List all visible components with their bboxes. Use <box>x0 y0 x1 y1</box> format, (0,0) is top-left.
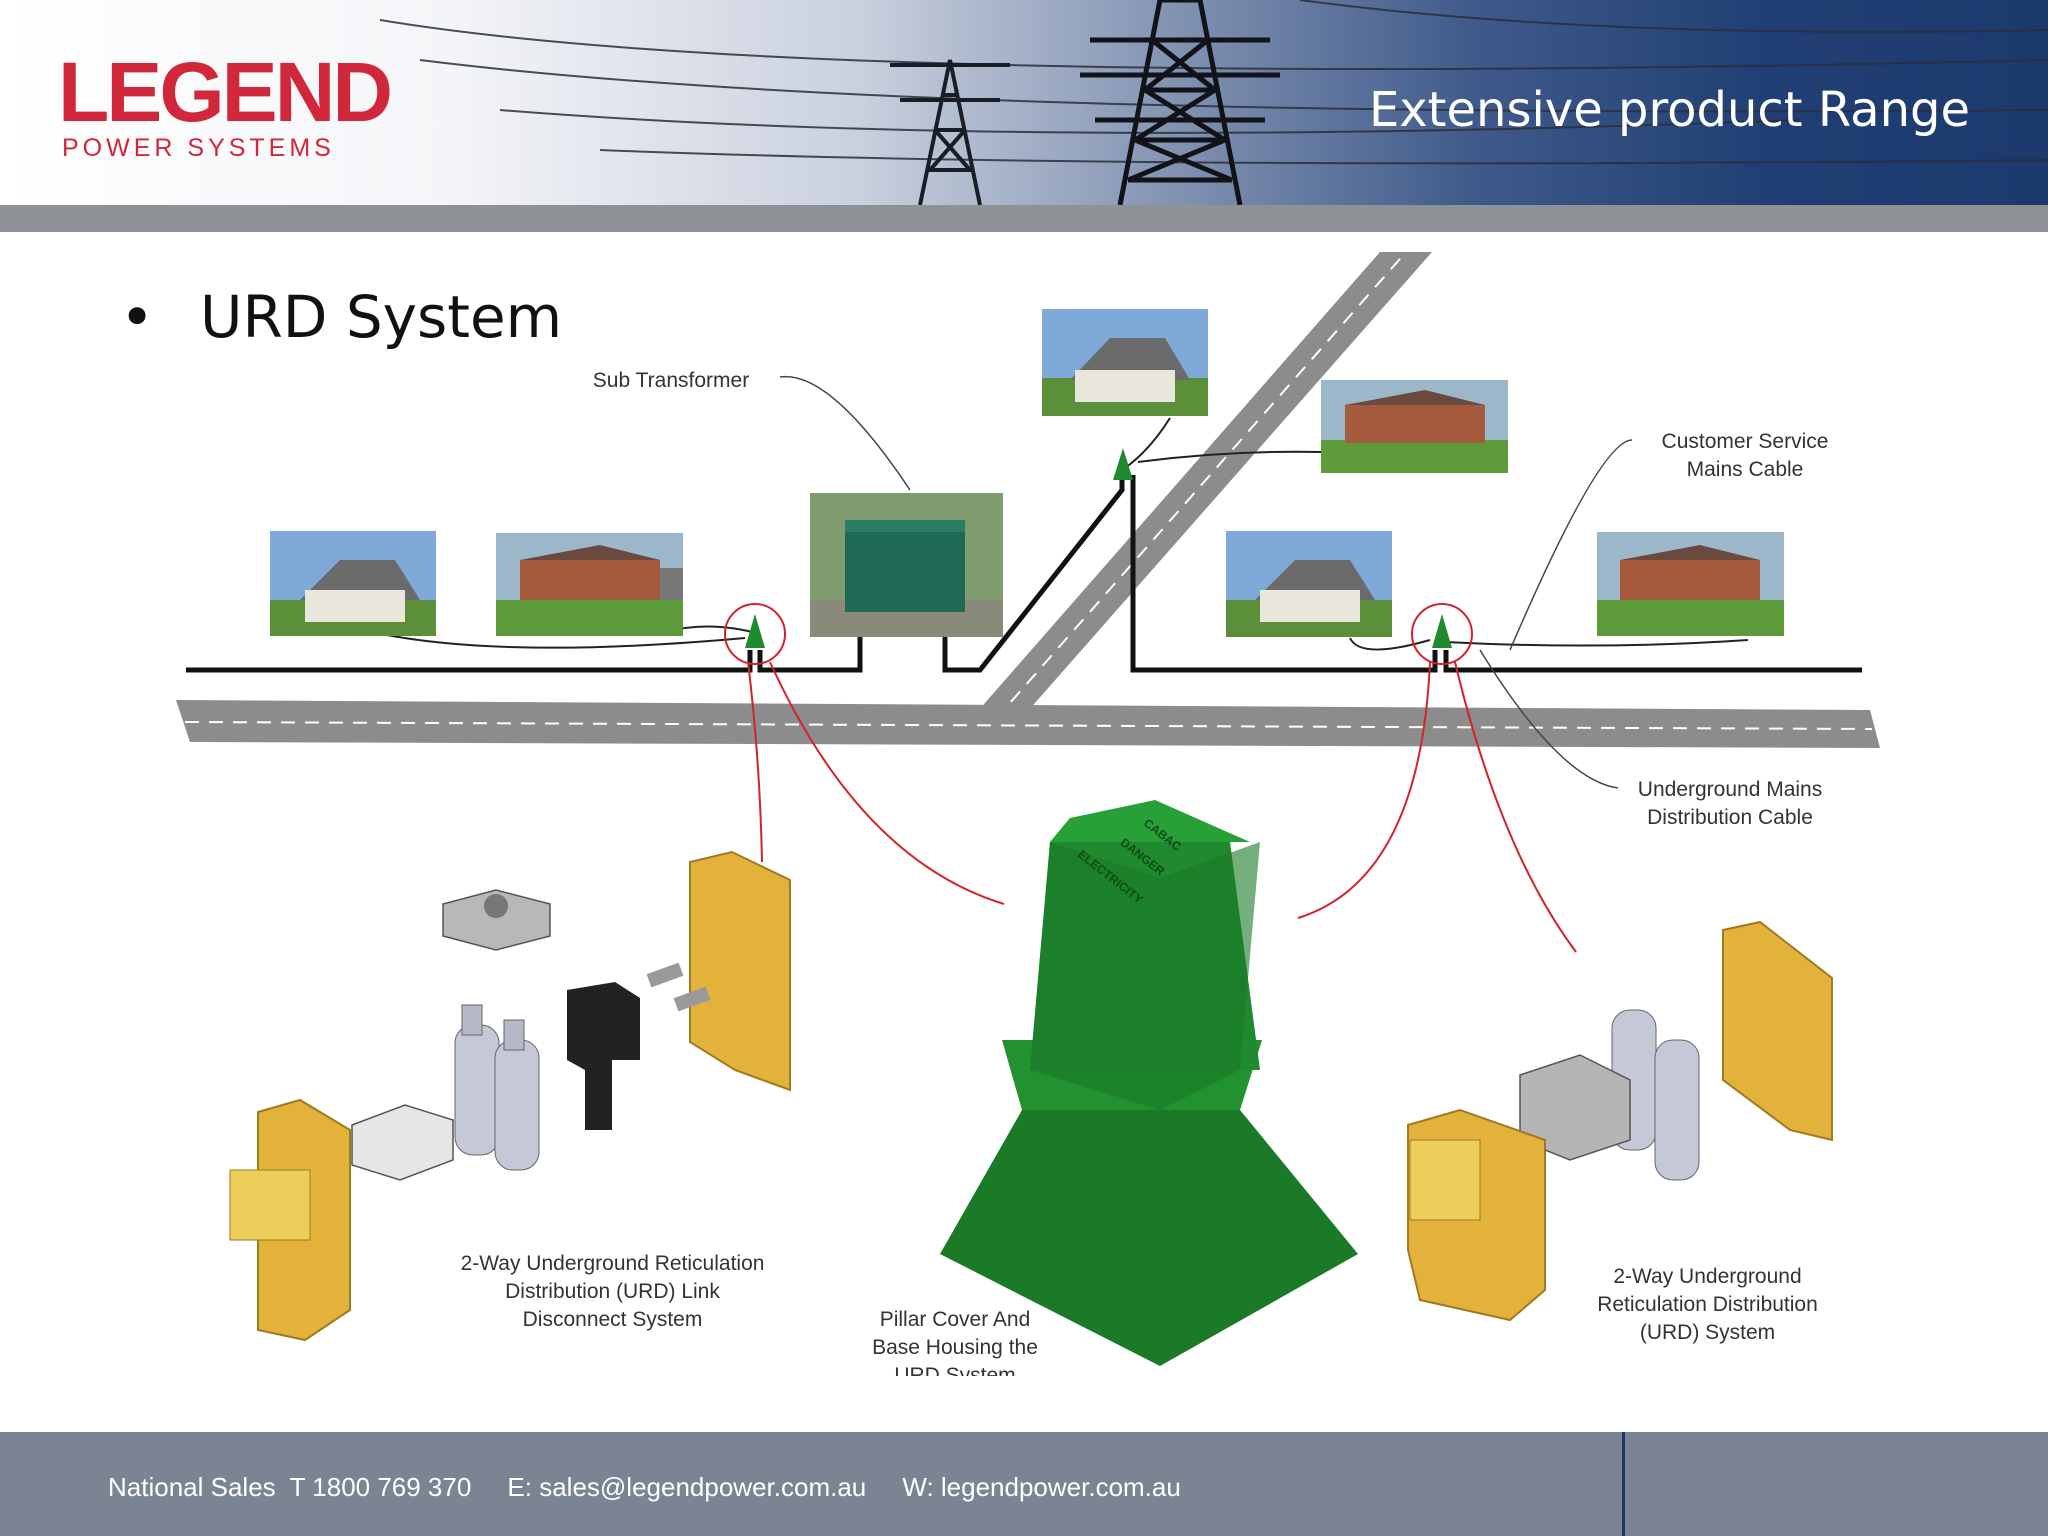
label-customer-service-cable: Customer Service Mains Cable <box>1620 428 1870 484</box>
footer-bar: National Sales T 1800 769 370 E: sales@l… <box>0 1432 2048 1536</box>
label-line: (URD) System <box>1639 1321 1776 1344</box>
label-line: Underground Mains <box>1637 778 1823 801</box>
label-line: Distribution (URD) Link <box>505 1280 720 1303</box>
bullet-heading: •URD System <box>120 288 562 346</box>
diagonal-road <box>970 251 1432 721</box>
footer-contact-info: National Sales T 1800 769 370 E: sales@l… <box>108 1472 1181 1502</box>
label-line: Distribution Cable <box>1647 806 1813 829</box>
urd-system-diagram: CABAC DANGER ELECTRICITY <box>176 251 1880 1366</box>
urd-system-components <box>1407 920 1833 1322</box>
label-line: Reticulation Distribution <box>1597 1293 1818 1316</box>
label-underground-mains-cable: Underground Mains Distribution Cable <box>1610 776 1850 832</box>
label-line: Disconnect System <box>522 1308 703 1331</box>
label-line: 2-Way Underground Reticulation <box>460 1252 765 1275</box>
pillar-icon <box>745 448 1452 648</box>
house-photo-1 <box>270 531 436 636</box>
house-photo-4 <box>1321 380 1508 473</box>
horizontal-road <box>176 700 1880 748</box>
header-banner: LEGEND POWER SYSTEMS Extensive product R… <box>0 0 2048 205</box>
service-cables <box>371 417 1749 651</box>
transmission-towers-graphic <box>379 0 2048 205</box>
label-leaders <box>779 375 1633 789</box>
slide-title: Extensive product Range <box>1368 82 1970 138</box>
bullet-marker: • <box>120 283 155 351</box>
label-line: Pillar Cover And <box>879 1308 1031 1331</box>
header-divider-band <box>0 205 2048 232</box>
logo-wordmark: LEGEND <box>58 45 393 139</box>
house-photo-5 <box>1226 531 1392 637</box>
bullet-text: URD System <box>200 283 563 351</box>
callout-lines <box>747 661 1577 953</box>
underground-mains-cable <box>186 475 1862 673</box>
logo-subtitle: POWER SYSTEMS <box>62 134 335 162</box>
house-photo-6 <box>1597 532 1784 636</box>
house-photo-2 <box>496 533 683 636</box>
label-line: Customer Service <box>1661 430 1829 453</box>
label-sub-transformer: Sub Transformer <box>592 369 750 392</box>
label-line: Mains Cable <box>1686 458 1804 481</box>
transformer-photo <box>810 493 1003 637</box>
label-urd-system: 2-Way Underground Reticulation Distribut… <box>1560 1263 1855 1347</box>
label-link-disconnect-system: 2-Way Underground Reticulation Distribut… <box>420 1250 805 1334</box>
label-line: URD System <box>894 1364 1016 1376</box>
label-line: 2-Way Underground <box>1613 1265 1802 1288</box>
pillar-cover-graphic: CABAC DANGER ELECTRICITY <box>940 800 1358 1366</box>
label-line: Base Housing the <box>872 1336 1038 1359</box>
link-disconnect-components <box>229 850 791 1342</box>
house-photo-3 <box>1042 309 1208 416</box>
highlight-circles <box>724 603 1473 665</box>
footer-divider <box>1622 1432 1625 1536</box>
label-pillar-cover: Pillar Cover And Base Housing the URD Sy… <box>845 1306 1065 1376</box>
